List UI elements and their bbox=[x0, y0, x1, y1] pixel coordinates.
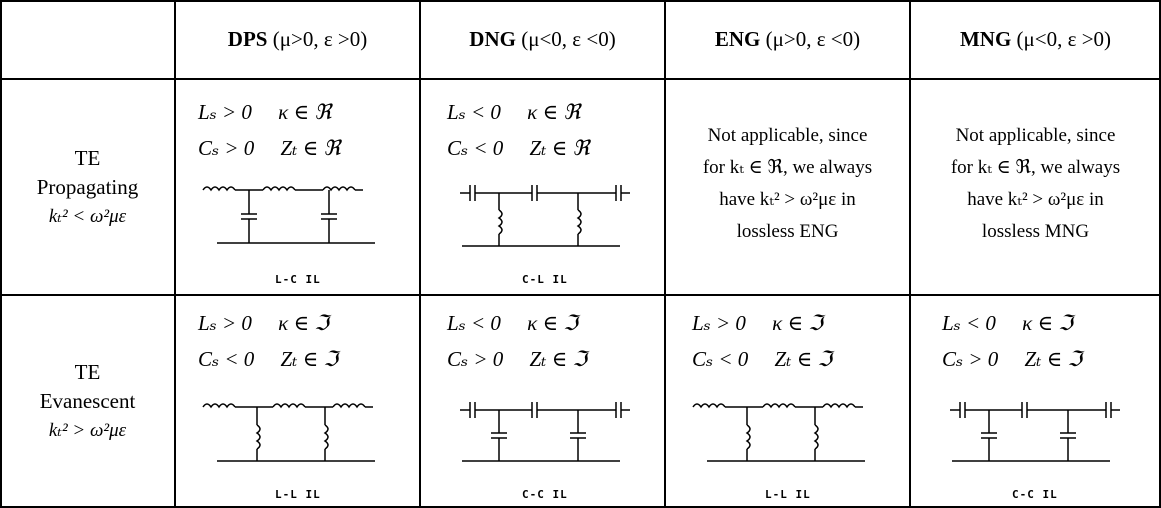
note-eng-propagating: Not applicable, since for kₜ ∈ ℜ, we alw… bbox=[665, 120, 910, 248]
params-dng-propagating: Lₛ < 0 κ ∈ ℜ Cₛ < 0 Zₜ ∈ ℜ bbox=[447, 94, 590, 166]
row-label-formula: kₜ² < ω²με bbox=[48, 205, 127, 227]
header-mng: MNG (μ<0, ε >0) bbox=[910, 0, 1161, 79]
note-line: Not applicable, since bbox=[955, 125, 1116, 146]
circuit-label: C-C IL bbox=[1012, 488, 1058, 501]
note-line: have kₜ² > ω²με in bbox=[719, 189, 856, 210]
header-dng-condition: (μ<0, ε <0) bbox=[521, 27, 616, 51]
header-dps-name: DPS bbox=[227, 27, 268, 51]
circuit-label: L-L IL bbox=[765, 488, 811, 501]
row-label-mode: TE bbox=[74, 360, 101, 384]
header-corner bbox=[0, 0, 175, 79]
row-label-type: Propagating bbox=[36, 174, 139, 199]
params-eng-evanescent: Lₛ > 0 κ ∈ ℑ Cₛ < 0 Zₜ ∈ ℑ bbox=[692, 305, 832, 377]
inductor-symbol bbox=[203, 187, 235, 190]
cc-circuit-diagram bbox=[930, 385, 1140, 485]
circuit-label: C-C IL bbox=[522, 488, 568, 501]
inductor-symbol bbox=[263, 187, 295, 190]
circuit-label: C-L IL bbox=[522, 273, 568, 286]
row-label-formula: kₜ² > ω²με bbox=[48, 420, 127, 441]
params-mng-evanescent: Lₛ < 0 κ ∈ ℑ Cₛ > 0 Zₜ ∈ ℑ bbox=[942, 305, 1082, 377]
header-eng-name: ENG bbox=[714, 27, 761, 51]
inductor-symbol bbox=[333, 404, 365, 407]
inductor-symbol bbox=[747, 425, 750, 449]
params-dng-evanescent: Lₛ < 0 κ ∈ ℑ Cₛ > 0 Zₜ ∈ ℑ bbox=[447, 305, 587, 377]
header-eng: ENG (μ>0, ε <0) bbox=[665, 0, 910, 79]
note-line: for kₜ ∈ ℜ, we always bbox=[950, 157, 1121, 178]
param-line: Cₛ > 0 Zₜ ∈ ℑ bbox=[447, 347, 588, 371]
param-line: Lₛ < 0 κ ∈ ℑ bbox=[942, 311, 1073, 335]
param-line: Cₛ > 0 Zₜ ∈ ℑ bbox=[942, 347, 1083, 371]
params-dps-propagating: Lₛ > 0 κ ∈ ℜ Cₛ > 0 Zₜ ∈ ℜ bbox=[198, 94, 341, 166]
header-dps-condition: (μ>0, ε >0) bbox=[272, 27, 368, 51]
note-mng-propagating: Not applicable, since for kₜ ∈ ℜ, we alw… bbox=[910, 120, 1161, 248]
param-line: Cₛ > 0 Zₜ ∈ ℜ bbox=[198, 136, 341, 160]
inductor-symbol bbox=[815, 425, 818, 449]
header-eng-condition: (μ>0, ε <0) bbox=[765, 27, 861, 51]
inductor-symbol bbox=[763, 404, 795, 407]
ll-circuit-diagram bbox=[195, 385, 395, 485]
note-line: for kₜ ∈ ℜ, we always bbox=[702, 157, 873, 178]
inductor-symbol bbox=[578, 210, 581, 234]
note-line: Not applicable, since bbox=[707, 125, 868, 146]
cl-circuit-diagram bbox=[440, 168, 650, 268]
row-label-type: Evanescent bbox=[39, 389, 136, 413]
param-line: Lₛ < 0 κ ∈ ℜ bbox=[447, 100, 581, 124]
note-line: have kₜ² > ω²με in bbox=[967, 189, 1104, 210]
cc-circuit-diagram bbox=[440, 385, 650, 485]
inductor-symbol bbox=[203, 404, 235, 407]
param-line: Lₛ > 0 κ ∈ ℑ bbox=[198, 311, 329, 335]
header-dng-name: DNG bbox=[469, 27, 516, 51]
params-dps-evanescent: Lₛ > 0 κ ∈ ℑ Cₛ < 0 Zₜ ∈ ℑ bbox=[198, 305, 338, 377]
inductor-symbol bbox=[693, 404, 725, 407]
inductor-symbol bbox=[325, 425, 328, 449]
inductor-symbol bbox=[823, 404, 855, 407]
row-label-mode: TE bbox=[74, 145, 101, 170]
note-line: lossless MNG bbox=[981, 221, 1090, 242]
param-line: Cₛ < 0 Zₜ ∈ ℜ bbox=[447, 136, 590, 160]
row-label-evanescent: TE Evanescent kₜ² > ω²με bbox=[0, 295, 175, 508]
inductor-symbol bbox=[323, 187, 355, 190]
inductor-symbol bbox=[273, 404, 305, 407]
inductor-symbol bbox=[257, 425, 260, 449]
lc-circuit-diagram bbox=[195, 168, 395, 268]
header-mng-name: MNG bbox=[959, 27, 1012, 51]
param-line: Cₛ < 0 Zₜ ∈ ℑ bbox=[198, 347, 339, 371]
param-line: Lₛ > 0 κ ∈ ℑ bbox=[692, 311, 823, 335]
header-mng-condition: (μ<0, ε >0) bbox=[1016, 27, 1112, 51]
circuit-label: L-L IL bbox=[275, 488, 321, 501]
ll-circuit-diagram bbox=[685, 385, 885, 485]
header-dps: DPS (μ>0, ε >0) bbox=[175, 0, 420, 79]
header-dng: DNG (μ<0, ε <0) bbox=[420, 0, 665, 79]
param-line: Cₛ < 0 Zₜ ∈ ℑ bbox=[692, 347, 833, 371]
param-line: Lₛ < 0 κ ∈ ℑ bbox=[447, 311, 578, 335]
note-line: lossless ENG bbox=[736, 221, 839, 242]
inductor-symbol bbox=[499, 210, 502, 234]
param-line: Lₛ > 0 κ ∈ ℜ bbox=[198, 100, 332, 124]
circuit-label: L-C IL bbox=[275, 273, 321, 286]
row-label-propagating: TE Propagating kₜ² < ω²με bbox=[0, 79, 175, 295]
